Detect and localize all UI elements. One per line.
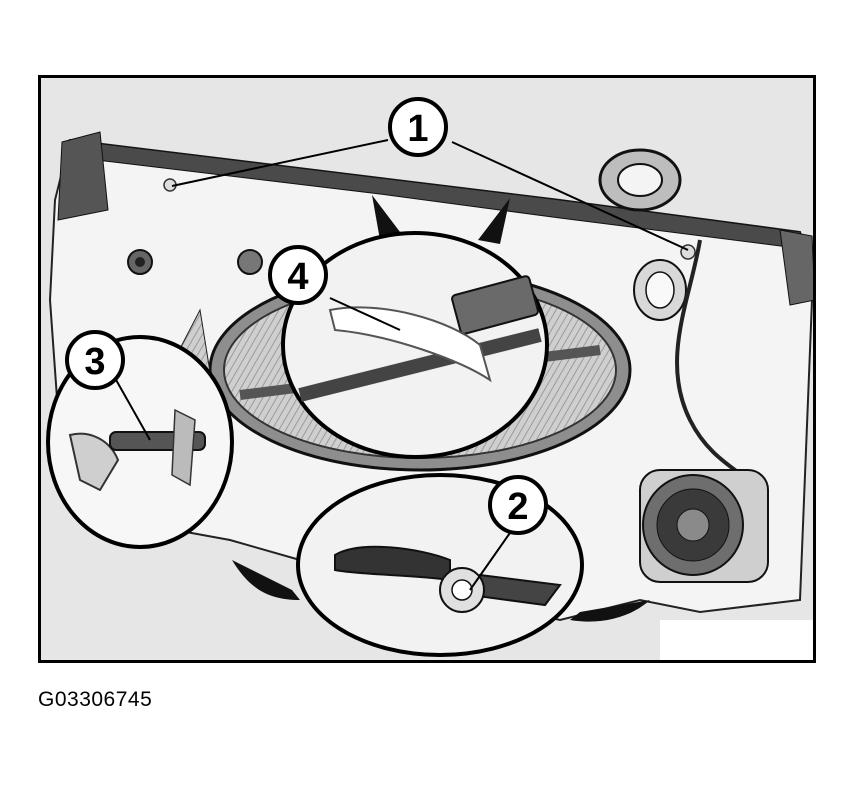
right-seal-end [779,229,813,306]
leader-lines [114,139,689,591]
figure-caption: G03306745 [38,688,153,711]
callout-label-3: 3 [84,341,105,383]
detail-view-4 [281,231,549,459]
callout-2: 2 [488,475,548,535]
callout-3: 3 [65,330,125,390]
panel-clip [237,249,263,275]
pointer-arrow-2b [570,600,650,622]
pointer-arrow-4b [478,198,510,244]
callout-label-4: 4 [287,256,308,298]
callout-label-2: 2 [507,486,528,528]
callout-1: 1 [388,97,448,157]
callout-4: 4 [268,245,328,305]
pointer-arrow-2a [232,560,300,600]
pointer-arrow-4a [372,195,400,240]
callout-label-1: 1 [407,108,428,150]
left-seal-corner [57,131,109,221]
